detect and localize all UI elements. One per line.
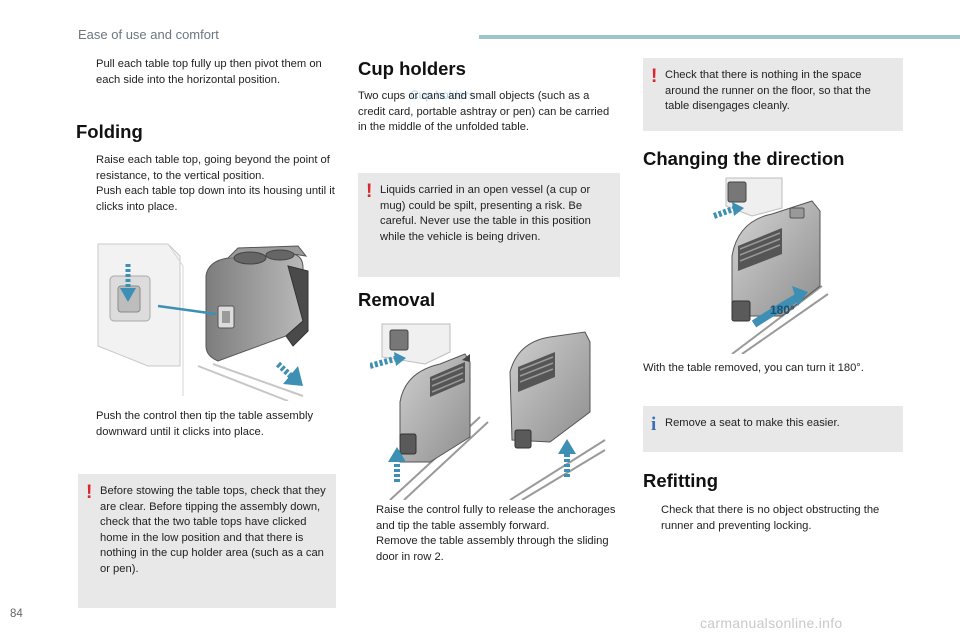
runner-warning-box: ! Check that there is nothing in the spa… bbox=[643, 58, 903, 131]
push-bullet-text: Push the control then tip the table asse… bbox=[96, 410, 314, 438]
folding-bullet-1-text: Raise each table top, going beyond the p… bbox=[96, 154, 330, 182]
section-title: Ease of use and comfort bbox=[78, 27, 219, 42]
rotation-label: 180° bbox=[770, 303, 795, 317]
folding-bullets: Raise each table top, going beyond the p… bbox=[78, 153, 336, 215]
removal-bullets: Raise the control fully to release the a… bbox=[358, 503, 620, 565]
cup-holders-heading: Cup holders bbox=[358, 58, 466, 79]
turning-illustration: 180° bbox=[712, 177, 829, 354]
seat-info-text: Remove a seat to make this easier. bbox=[665, 417, 840, 429]
removal-bullet-1-text: Raise the control fully to release the a… bbox=[376, 504, 616, 532]
folding-heading: Folding bbox=[76, 121, 143, 142]
refitting-bullet-1: Check that there is no object obstructin… bbox=[643, 503, 905, 534]
watermark: carmanualsonline.info bbox=[700, 615, 843, 631]
warning-icon: ! bbox=[86, 482, 93, 503]
changing-direction-text: With the table removed, you can turn it … bbox=[643, 362, 864, 374]
removal-bullet-2-text: Remove the table assembly through the sl… bbox=[376, 535, 609, 563]
removal-bullet-1: Raise the control fully to release the a… bbox=[358, 503, 620, 534]
info-icon: i bbox=[651, 414, 657, 435]
removal-illustration bbox=[370, 323, 606, 500]
cup-holders-faint-label: Cup holders bbox=[410, 88, 475, 102]
cup-holders-text: Two cups or cans and small objects (such… bbox=[358, 90, 610, 133]
page-number: 84 bbox=[10, 608, 23, 620]
seat-info-box: i Remove a seat to make this easier. bbox=[643, 406, 903, 452]
refitting-bullets: Check that there is no object obstructin… bbox=[643, 503, 905, 534]
intro-bullet-text: Pull each table top fully up then pivot … bbox=[96, 58, 322, 86]
folding-bullet-1: Raise each table top, going beyond the p… bbox=[78, 153, 336, 184]
liquids-warning-box: ! Liquids carried in an open vessel (a c… bbox=[358, 173, 620, 277]
liquids-warning-text: Liquids carried in an open vessel (a cup… bbox=[380, 184, 591, 243]
runner-warning-text: Check that there is nothing in the space… bbox=[665, 69, 871, 112]
push-bullet: Push the control then tip the table asse… bbox=[78, 409, 336, 440]
folding-bullet-2: Push each table top down into its housin… bbox=[78, 184, 336, 215]
removal-heading: Removal bbox=[358, 289, 436, 310]
header-accent-bar bbox=[479, 35, 960, 39]
folding-bullet-2-text: Push each table top down into its housin… bbox=[96, 185, 335, 213]
refitting-heading: Refitting bbox=[643, 470, 719, 491]
stowing-warning-box: ! Before stowing the table tops, check t… bbox=[78, 474, 336, 608]
changing-direction-heading: Changing the direction bbox=[643, 148, 845, 169]
stowing-warning-text: Before stowing the table tops, check tha… bbox=[100, 485, 326, 575]
warning-icon: ! bbox=[651, 66, 658, 87]
intro-bullet: Pull each table top fully up then pivot … bbox=[78, 57, 336, 88]
refitting-bullet-1-text: Check that there is no object obstructin… bbox=[661, 504, 880, 532]
removal-bullet-2: Remove the table assembly through the sl… bbox=[358, 534, 620, 565]
folding-illustration bbox=[97, 243, 309, 401]
warning-icon: ! bbox=[366, 181, 373, 202]
